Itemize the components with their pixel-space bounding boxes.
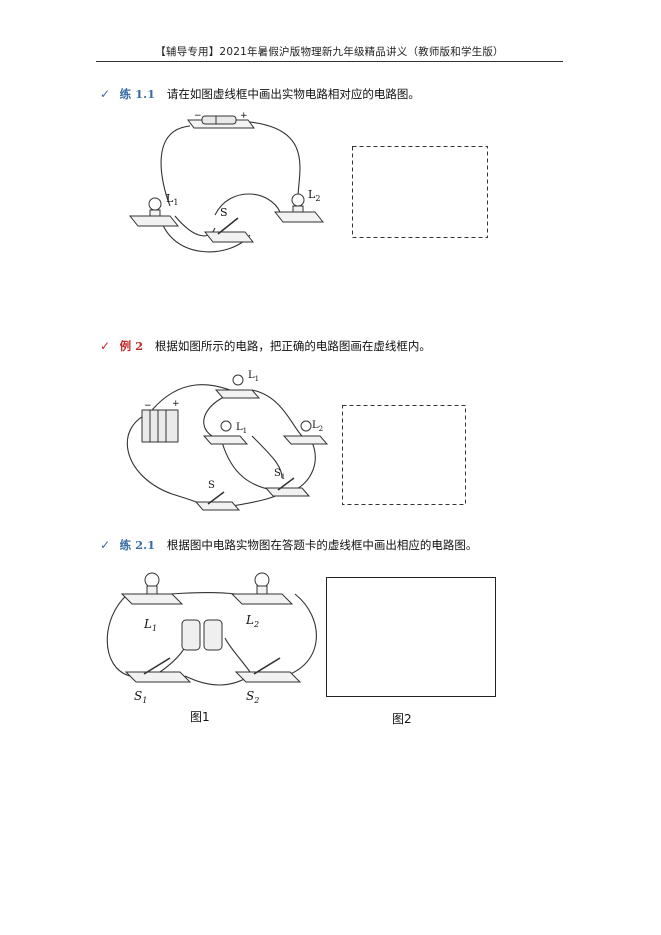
wire [106,593,131,677]
lamp-top [214,374,261,399]
switch-label: S [220,206,228,219]
lamp-1 [120,572,184,605]
problem-1-heading: ✓ 练 1.1 请在如图虚线框中画出实物电路相对应的电路图。 [100,86,420,102]
lamp-middle [202,420,249,445]
wire [184,675,251,686]
wire [251,389,303,437]
wire [160,125,191,207]
battery [141,409,179,443]
lamp-1-label: L1 [166,192,178,207]
wire [251,435,283,479]
wire [214,193,281,216]
circuit-diagram-2: − + L1 L1 L2 S1 S [126,370,329,511]
problem-text: 根据图中电路实物图在答题卡的虚线框中画出相应的电路图。 [166,538,478,552]
wire [174,215,216,237]
page-header: 【辅导专用】2021年暑假沪版物理新九年级精品讲义（教师版和学生版） [155,46,504,58]
wire [224,637,251,673]
lamp-2 [273,193,325,223]
lamp-2 [230,572,294,605]
switch [203,217,255,243]
switch-s-label: S [208,480,215,491]
figure-1-caption: 图1 [190,710,210,724]
battery-plus-label: + [240,111,248,121]
battery-plus-label: + [172,399,180,409]
switch-s1 [264,477,311,497]
answer-box-1 [352,146,488,238]
problem-tag: 练 2.1 [119,538,156,552]
lamp-top-label: L1 [248,370,259,383]
lamp-1-label: L1 [143,617,157,633]
wire [151,384,231,411]
problem-tag: 练 1.1 [119,87,156,101]
wire [284,593,317,677]
battery [181,619,223,651]
problem-text: 根据如图所示的电路，把正确的电路图画在虚线框内。 [154,339,431,353]
lamp-1 [128,197,180,227]
lamp-right-label: L2 [312,420,323,433]
wire [249,121,301,207]
problem-2-heading: ✓ 例 2 根据如图所示的电路，把正确的电路图画在虚线框内。 [100,338,431,354]
switch-s1-label: S1 [274,468,285,481]
wire [291,441,316,492]
problem-tag: 例 2 [119,339,144,353]
lamp-2-label: L2 [308,188,320,203]
switch-s [194,491,241,511]
answer-box-3 [326,577,496,697]
check-icon: ✓ [100,339,111,353]
lamp-right [282,420,329,445]
switch-s2 [234,657,302,683]
problem-text: 请在如图虚线框中画出实物电路相对应的电路图。 [166,87,420,101]
circuit-diagram-1: − + L1 L2 S [128,111,325,253]
battery-minus-label: − [144,401,152,411]
check-icon: ✓ [100,538,111,552]
answer-box-2 [342,405,466,505]
switch-s2-label: S2 [246,689,259,705]
problem-3-heading: ✓ 练 2.1 根据图中电路实物图在答题卡的虚线框中画出相应的电路图。 [100,537,477,553]
circuit-diagram-3: L1 L2 S1 S2 [106,572,317,705]
check-icon: ✓ [100,87,111,101]
switch-s1 [124,657,192,683]
header-divider [96,61,563,62]
battery [187,115,255,129]
switch-s1-label: S1 [134,689,147,705]
lamp-2-label: L2 [245,613,259,629]
lamp-middle-label: L1 [236,422,247,435]
battery-minus-label: − [194,111,202,121]
figure-2-caption: 图2 [392,712,412,726]
wire [169,591,236,595]
